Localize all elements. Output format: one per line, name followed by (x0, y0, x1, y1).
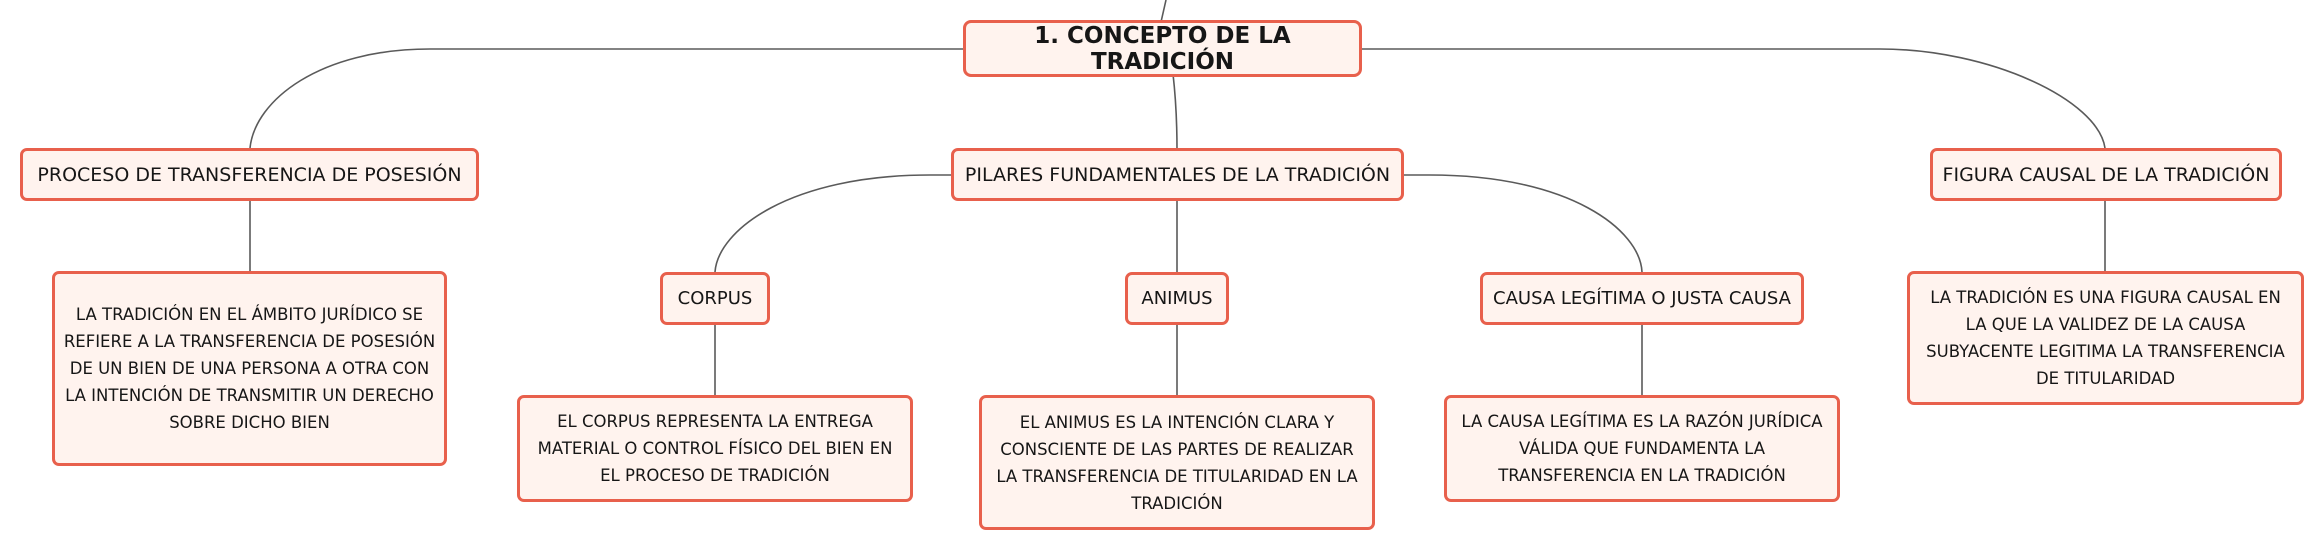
detail-causal-figure[interactable]: LA TRADICIÓN ES UNA FIGURA CAUSAL EN LA … (1907, 271, 2304, 405)
subtopic-corpus[interactable]: CORPUS (660, 272, 770, 325)
connector-pillars-to-causa (1404, 174, 1643, 273)
detail-animus[interactable]: EL ANIMUS ES LA INTENCIÓN CLARA Y CONSCI… (979, 395, 1375, 530)
detail-causa-legitima[interactable]: LA CAUSA LEGÍTIMA ES LA RAZÓN JURÍDICA V… (1444, 395, 1840, 502)
detail-corpus[interactable]: EL CORPUS REPRESENTA LA ENTREGA MATERIAL… (517, 395, 913, 502)
central-topic[interactable]: 1. CONCEPTO DE LA TRADICIÓN (963, 20, 1362, 77)
topic-fundamental-pillars[interactable]: PILARES FUNDAMENTALES DE LA TRADICIÓN (951, 148, 1404, 201)
topic-transfer-process[interactable]: PROCESO DE TRANSFERENCIA DE POSESIÓN (20, 148, 479, 201)
connector-central-to-transfer (249, 48, 963, 149)
connector-central-to-causal (1362, 48, 2106, 149)
detail-transfer-process[interactable]: LA TRADICIÓN EN EL ÁMBITO JURÍDICO SE RE… (52, 271, 447, 466)
subtopic-causa-legitima[interactable]: CAUSA LEGÍTIMA O JUSTA CAUSA (1480, 272, 1804, 325)
connector-pillars-to-corpus (714, 174, 951, 273)
subtopic-animus[interactable]: ANIMUS (1125, 272, 1229, 325)
topic-causal-figure[interactable]: FIGURA CAUSAL DE LA TRADICIÓN (1930, 148, 2282, 201)
connector-central-to-pillars (1172, 73, 1178, 151)
connector-parent-to-central (1160, 0, 1167, 23)
